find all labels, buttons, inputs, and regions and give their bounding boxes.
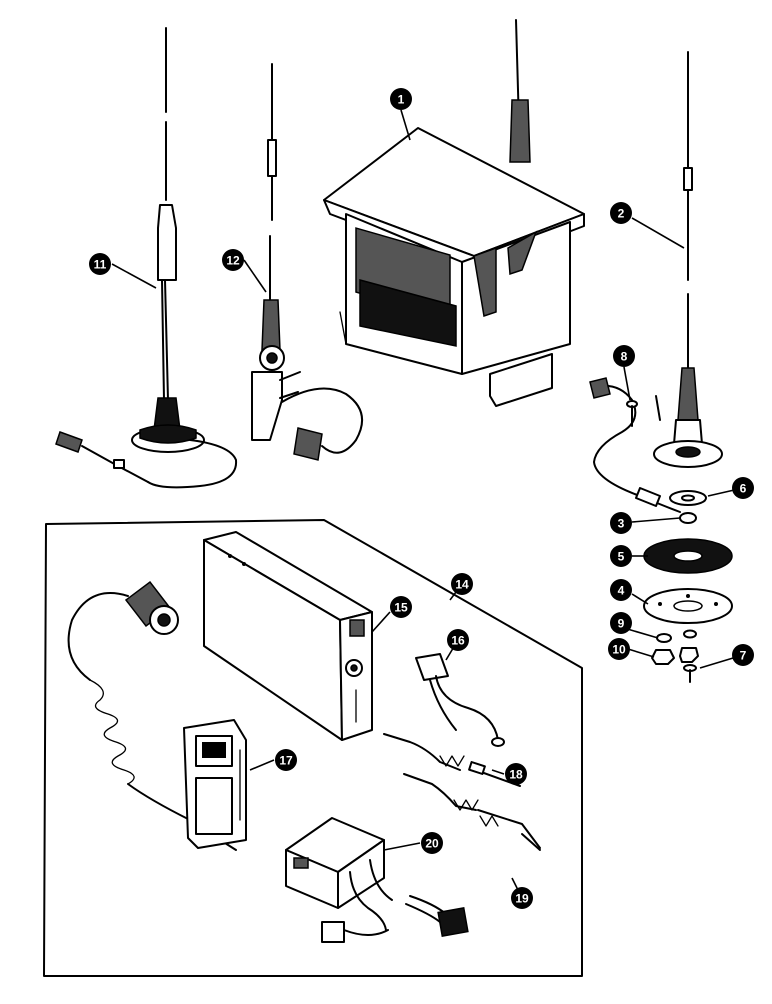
callout-item-5: 5 <box>610 545 632 567</box>
callout-item-6: 6 <box>732 477 754 499</box>
callout-item-7: 7 <box>732 644 754 666</box>
radio-housing <box>323 19 585 407</box>
callout-item-12: 12 <box>222 249 244 271</box>
callout-item-1: 1 <box>390 88 412 110</box>
callout-item-3: 3 <box>610 512 632 534</box>
callout-label: 10 <box>612 643 626 657</box>
callout-item-19: 19 <box>511 887 533 909</box>
callout-item-20: 20 <box>421 832 443 854</box>
callout-item-14: 14 <box>451 573 473 595</box>
callout-label: 16 <box>451 634 465 648</box>
callout-item-4: 4 <box>610 579 632 601</box>
callout-item-10: 10 <box>608 638 630 660</box>
callout-label: 4 <box>618 584 625 598</box>
power-cables <box>383 733 541 851</box>
callout-label: 20 <box>425 837 439 851</box>
callout-label: 6 <box>740 482 747 496</box>
screw <box>626 400 638 427</box>
mounting-plate <box>643 588 733 624</box>
callout-label: 18 <box>509 768 523 782</box>
fasteners <box>651 629 699 683</box>
callout-label: 9 <box>618 617 625 631</box>
callout-label: 1 <box>398 93 405 107</box>
gasket <box>643 538 733 574</box>
callout-label: 11 <box>94 258 107 272</box>
kit-outline <box>43 519 583 977</box>
noise-filter <box>285 817 469 943</box>
callout-item-16: 16 <box>447 629 469 651</box>
callout-item-17: 17 <box>275 749 297 771</box>
roof-mount-antenna <box>589 51 723 524</box>
callout-item-18: 18 <box>505 763 527 785</box>
power-connector <box>415 653 505 747</box>
callout-label: 2 <box>618 207 625 221</box>
magnetic-mount-antenna <box>55 27 238 489</box>
callout-item-2: 2 <box>610 202 632 224</box>
bracket-mount-antenna <box>251 63 364 461</box>
callout-label: 5 <box>618 550 625 564</box>
callout-label: 7 <box>740 649 747 663</box>
microphone <box>183 719 247 849</box>
callout-label: 14 <box>455 578 469 592</box>
callout-item-11: 11 <box>89 253 111 275</box>
callout-label: 17 <box>279 754 293 768</box>
callout-item-9: 9 <box>610 612 632 634</box>
callout-label: 15 <box>394 601 408 615</box>
callout-item-15: 15 <box>390 596 412 618</box>
callout-label: 8 <box>621 350 628 364</box>
callout-label: 19 <box>515 892 529 906</box>
callout-label: 3 <box>618 517 625 531</box>
cb-radio-unit <box>203 531 373 741</box>
callout-label: 12 <box>226 254 240 268</box>
callout-item-8: 8 <box>613 345 635 367</box>
